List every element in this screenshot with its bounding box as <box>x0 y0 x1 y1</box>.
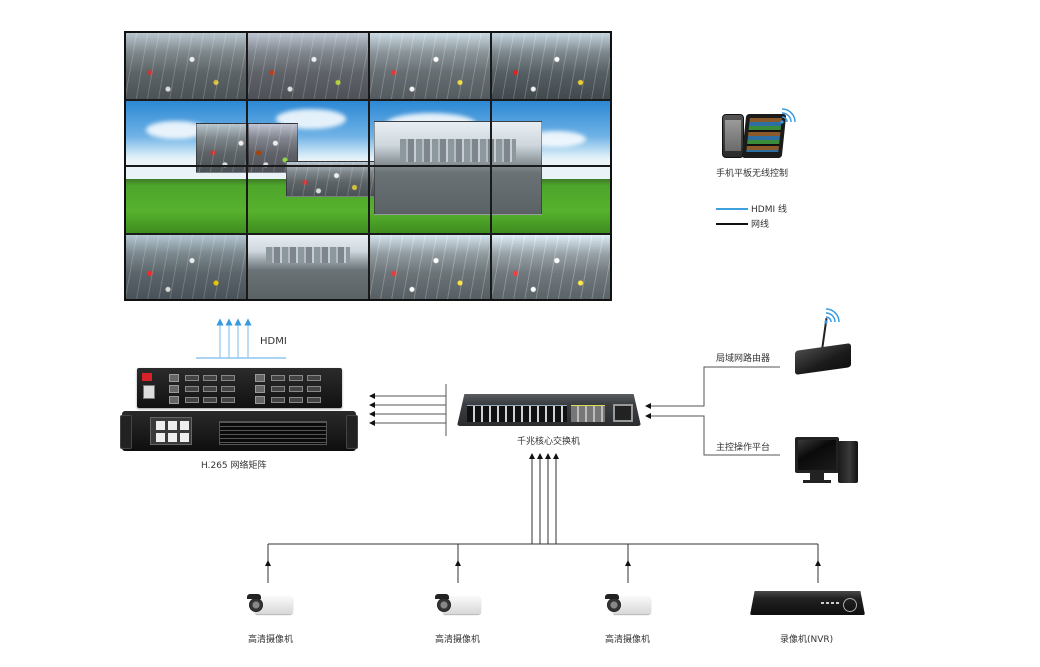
wall-overlay-window <box>286 161 378 197</box>
matrix-label: H.265 网络矩阵 <box>201 461 267 471</box>
camera-icon <box>605 594 651 616</box>
wifi-icon <box>824 308 840 324</box>
router-platform-lines <box>645 366 780 456</box>
wall-tile <box>126 235 246 299</box>
wall-overlay-window <box>374 121 542 215</box>
matrix-chassis <box>120 411 358 451</box>
camera-label: 高清摄像机 <box>435 635 481 645</box>
ethernet-ports <box>467 405 567 422</box>
power-switch-icon <box>142 373 152 381</box>
hdmi-lines <box>196 318 286 359</box>
matrix-decoder-unit <box>137 368 342 408</box>
legend-network-label: 网线 <box>751 220 770 230</box>
router-label: 局域网路由器 <box>716 354 771 364</box>
legend-hdmi-label: HDMI 线 <box>751 205 787 215</box>
monitor-stand <box>810 473 824 481</box>
legend-network-swatch <box>716 223 748 225</box>
phone-icon <box>722 114 744 158</box>
hdmi-edge-label: HDMI <box>260 336 287 347</box>
camera-icon <box>435 594 481 616</box>
switch-to-matrix-lines <box>369 384 447 436</box>
nvr-icon <box>750 591 865 615</box>
rack-ear <box>346 415 358 449</box>
camera-bus-lines <box>265 543 821 583</box>
control-platform-label: 主控操作平台 <box>716 443 771 453</box>
power-socket-icon <box>143 385 155 399</box>
sfp-ports <box>571 405 605 422</box>
front-panel-display <box>219 421 327 445</box>
bus-to-switch-lines <box>529 453 559 544</box>
wall-tile <box>126 33 246 99</box>
power-socket-icon <box>613 404 633 422</box>
nvr-label: 录像机(NVR) <box>780 635 834 645</box>
rack-ear <box>120 415 132 449</box>
wall-tile <box>370 33 490 99</box>
legend-hdmi-swatch <box>716 208 748 210</box>
wifi-icon <box>780 108 796 124</box>
camera-label: 高清摄像机 <box>248 635 294 645</box>
video-wall <box>124 31 612 301</box>
camera-icon <box>247 594 293 616</box>
pc-tower-icon <box>838 441 858 483</box>
monitor-base <box>803 480 831 483</box>
monitor-icon <box>795 437 839 473</box>
camera-label: 高清摄像机 <box>605 635 651 645</box>
core-switch-label: 千兆核心交换机 <box>517 437 581 447</box>
keypad-icon <box>150 417 192 445</box>
mobile-control-label: 手机平板无线控制 <box>716 169 789 179</box>
wall-tile <box>248 235 368 299</box>
wall-tile <box>492 33 610 99</box>
wall-tile <box>248 33 368 99</box>
wall-tile <box>492 235 610 299</box>
wall-tile <box>370 235 490 299</box>
core-switch <box>457 394 641 426</box>
